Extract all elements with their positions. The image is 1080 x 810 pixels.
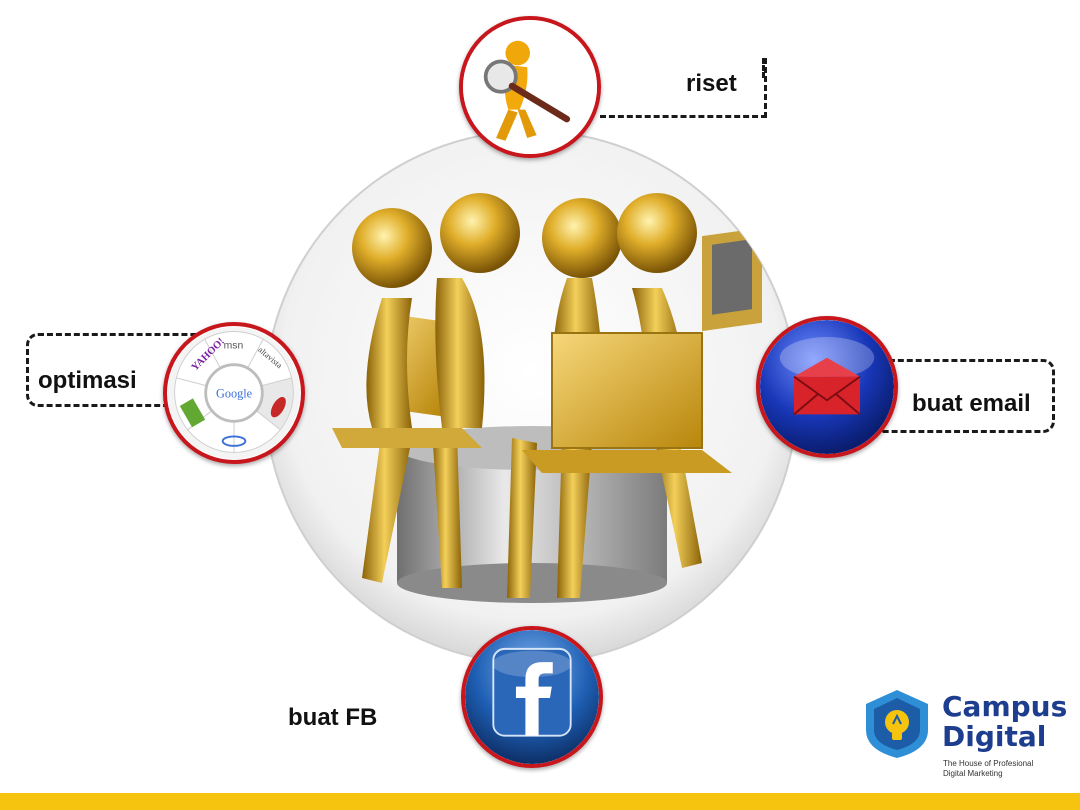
campus-digital-logo: Campus Digital The House of Profesional … [862, 688, 1067, 784]
envelope-icon [760, 320, 894, 454]
buat-email-node[interactable] [756, 316, 898, 458]
riset-node[interactable] [459, 16, 601, 158]
google-logo: Google [216, 387, 253, 401]
worker-with-magnifier-icon [463, 20, 597, 154]
logo-tagline-line2: Digital Marketing [943, 769, 1003, 778]
optimasi-label: optimasi [38, 367, 137, 394]
buat-email-label: buat email [912, 390, 1031, 417]
optimasi-node[interactable]: Google YAHOO! msn altavista [163, 322, 305, 464]
logo-name-line1: Campus [942, 690, 1068, 723]
logo-name-line2: Digital [942, 720, 1047, 753]
bottom-accent-bar [0, 793, 1080, 810]
buat-fb-node[interactable] [461, 626, 603, 768]
riset-connector-box [600, 58, 767, 118]
riset-label: riset [686, 70, 737, 97]
search-engines-wheel-icon: Google YAHOO! msn altavista [167, 326, 301, 460]
buat-fb-label: buat FB [288, 704, 378, 731]
facebook-icon [465, 630, 599, 764]
msn-logo: msn [224, 341, 244, 352]
optimasi-connector-box [26, 333, 211, 407]
riset-connector-top [762, 58, 765, 78]
logo-tagline-line1: The House of Profesional [943, 759, 1034, 768]
lightbulb-shield-icon [866, 690, 928, 758]
email-connector-box [880, 359, 1055, 433]
central-illustration [262, 128, 800, 666]
